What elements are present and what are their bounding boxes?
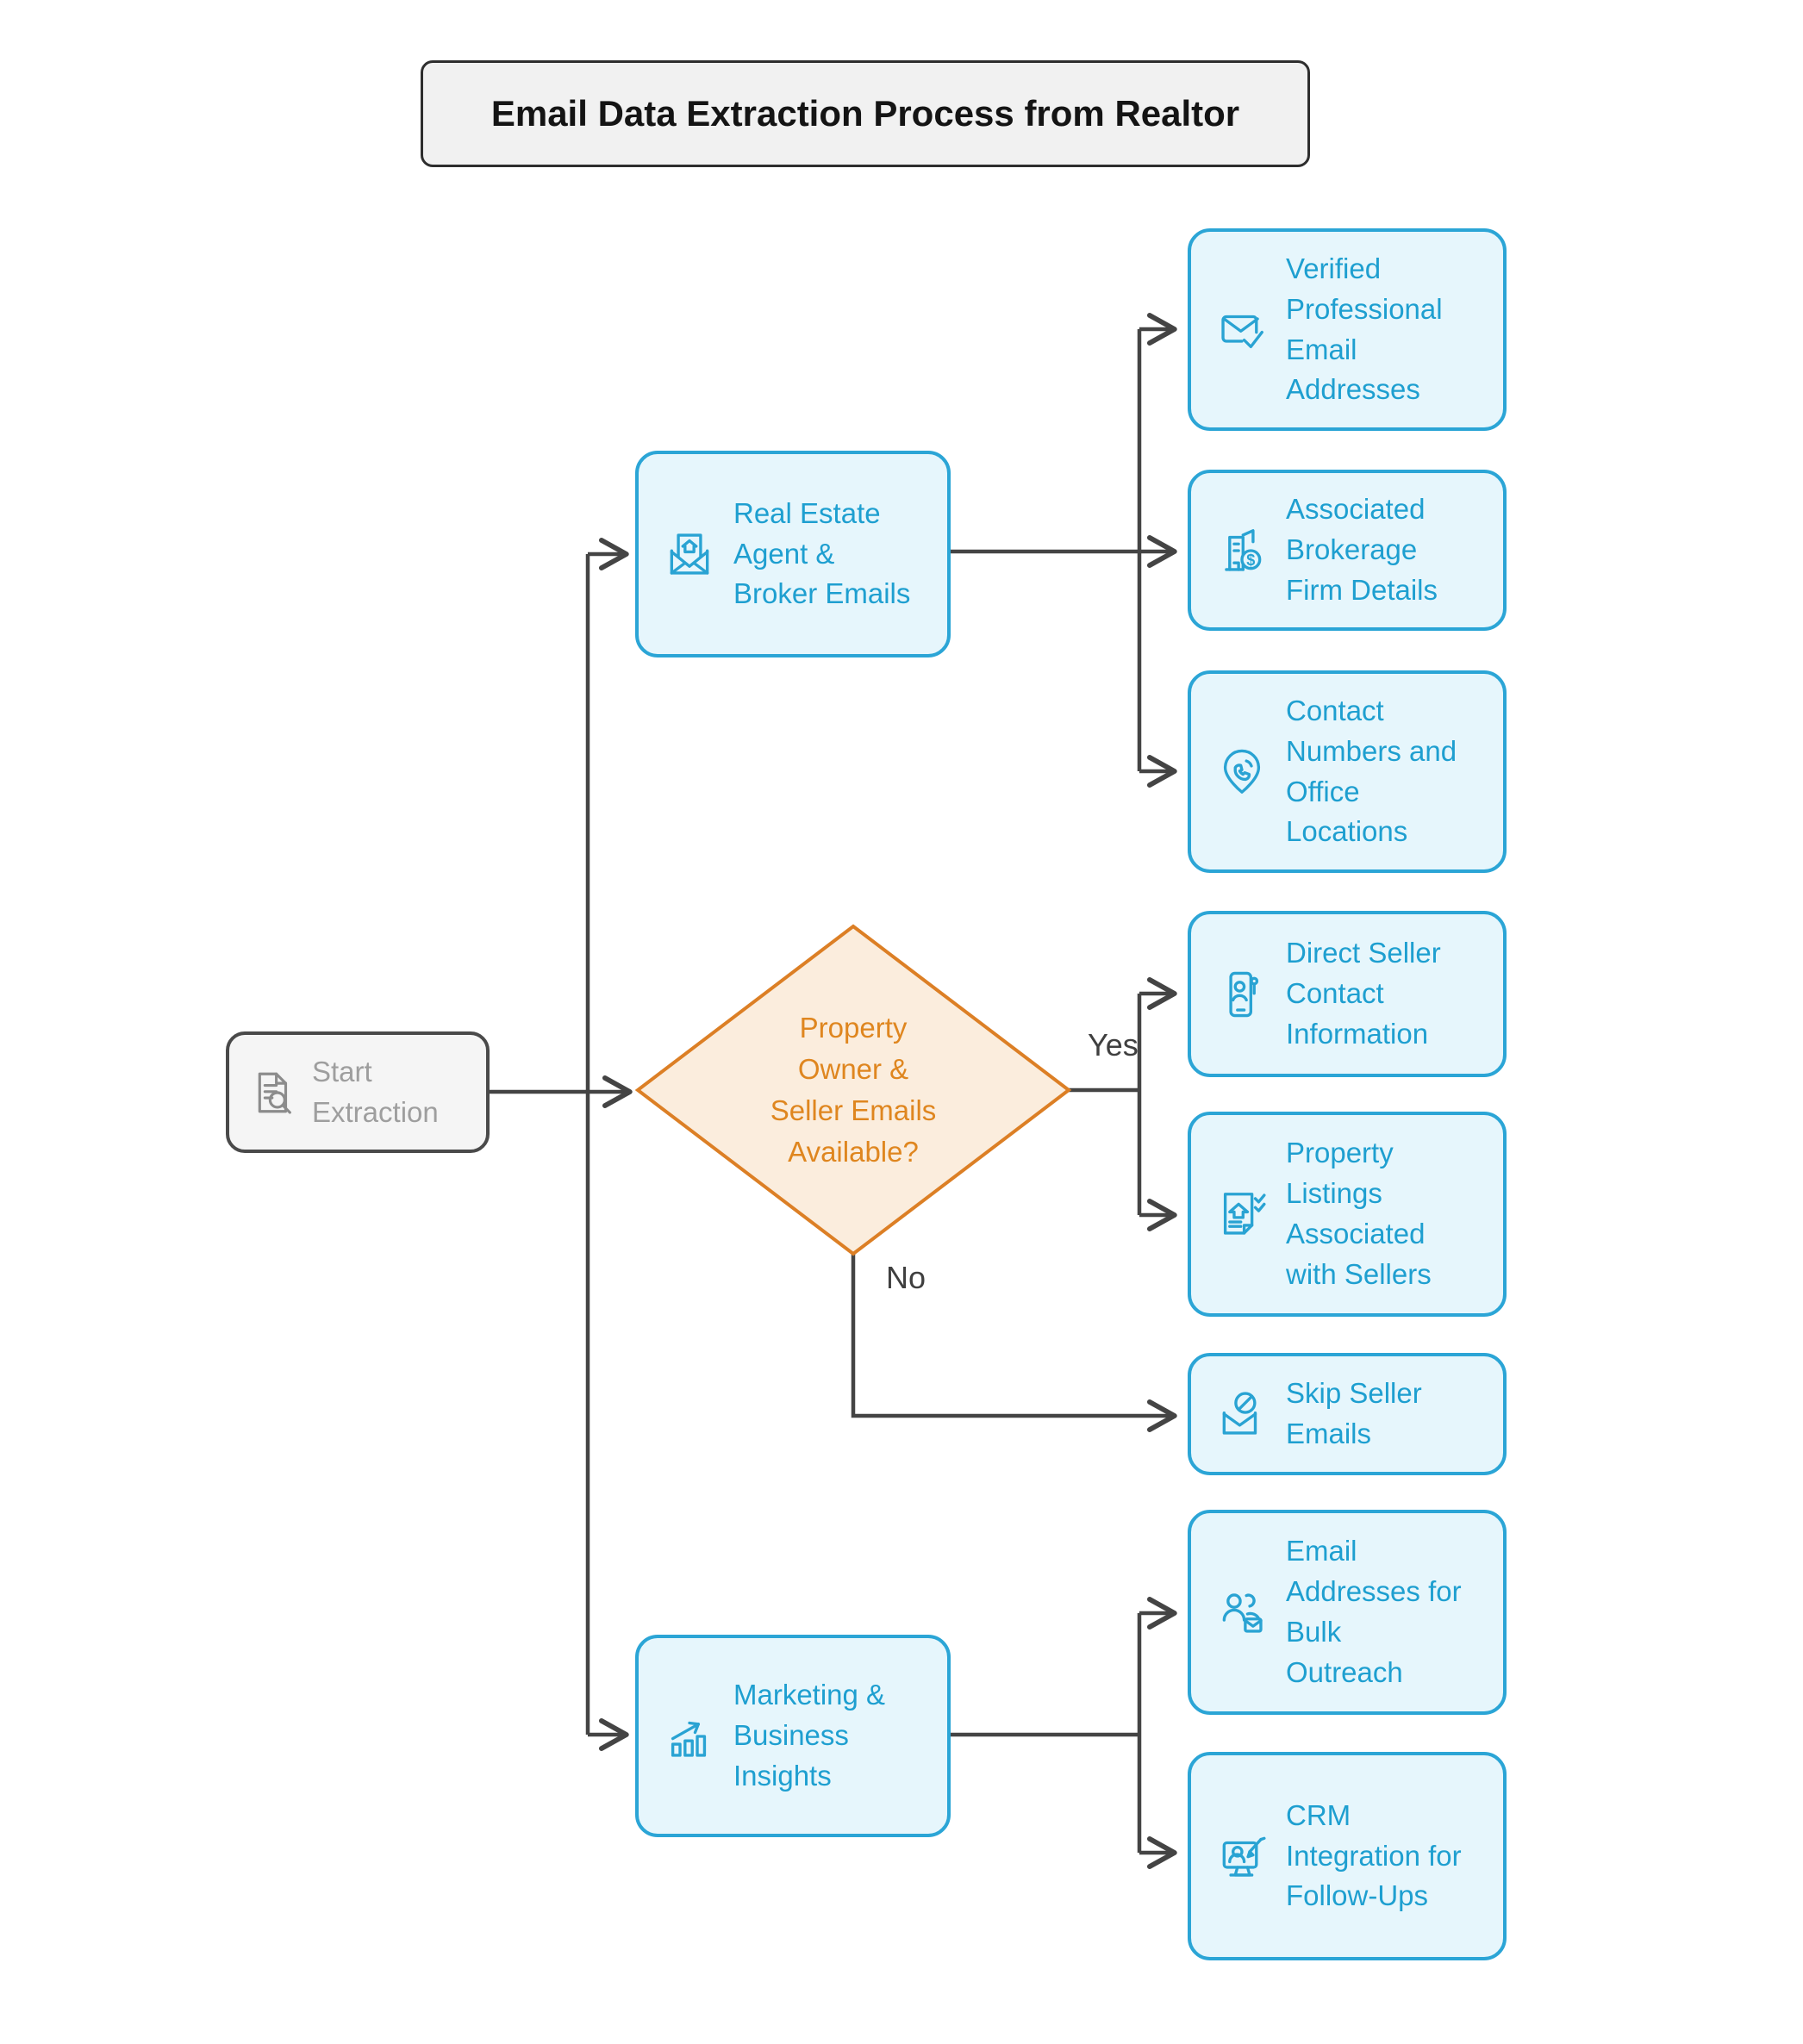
marketing-label: Marketing & Business Insights bbox=[733, 1679, 886, 1792]
brokerage-node: $ Associated Brokerage Firm Details bbox=[1188, 470, 1507, 631]
envelope-check-icon bbox=[1221, 315, 1263, 348]
brokerage-label: Associated Brokerage Firm Details bbox=[1286, 493, 1438, 606]
svg-text:$: $ bbox=[1246, 551, 1255, 568]
verified-emails-label: Verified Professional Email Addresses bbox=[1286, 252, 1443, 406]
envelope-blocked-icon bbox=[1222, 1392, 1257, 1435]
start-node: Start Extraction bbox=[226, 1031, 490, 1153]
phone-location-icon bbox=[1223, 749, 1261, 794]
phone-person-icon bbox=[1229, 971, 1259, 1017]
marketing-node: Marketing & Business Insights bbox=[635, 1635, 951, 1837]
seller-contact-node: Direct Seller Contact Information bbox=[1188, 911, 1507, 1077]
listings-label: Property Listings Associated with Seller… bbox=[1286, 1137, 1432, 1290]
diagram-title-text: Email Data Extraction Process from Realt… bbox=[490, 93, 1240, 134]
bulk-node: Email Addresses for Bulk Outreach bbox=[1188, 1510, 1507, 1715]
flow-arrows bbox=[490, 313, 1177, 1869]
bulk-label: Email Addresses for Bulk Outreach bbox=[1286, 1535, 1462, 1688]
yes-edge-label: Yes bbox=[1088, 1027, 1139, 1063]
growth-chart-icon bbox=[671, 1721, 707, 1757]
agent-emails-node: Real Estate Agent & Broker Emails bbox=[635, 451, 951, 657]
crm-label: CRM Integration for Follow-Ups bbox=[1286, 1798, 1462, 1912]
seller-contact-label: Direct Seller Contact Information bbox=[1286, 937, 1441, 1050]
start-node-label: Start Extraction bbox=[312, 1055, 439, 1128]
decision-diamond bbox=[634, 924, 1072, 1256]
agent-emails-label: Real Estate Agent & Broker Emails bbox=[733, 496, 911, 610]
envelope-house-icon bbox=[670, 533, 709, 575]
building-dollar-icon: $ bbox=[1225, 528, 1262, 571]
document-search-icon bbox=[258, 1072, 291, 1114]
decision-label: Property Owner & Seller Emails Available… bbox=[770, 1012, 937, 1168]
diagram-title: Email Data Extraction Process from Realt… bbox=[421, 60, 1310, 167]
skip-label: Skip Seller Emails bbox=[1286, 1377, 1422, 1449]
contact-node: Contact Numbers and Office Locations bbox=[1188, 670, 1507, 873]
crm-monitor-icon bbox=[1222, 1836, 1266, 1877]
listings-node: Property Listings Associated with Seller… bbox=[1188, 1112, 1507, 1317]
crm-node: CRM Integration for Follow-Ups bbox=[1188, 1752, 1507, 1960]
listing-checklist-icon bbox=[1223, 1193, 1266, 1235]
people-envelope-icon bbox=[1222, 1593, 1263, 1633]
skip-node: Skip Seller Emails bbox=[1188, 1353, 1507, 1475]
verified-emails-node: Verified Professional Email Addresses bbox=[1188, 228, 1507, 431]
contact-label: Contact Numbers and Office Locations bbox=[1286, 694, 1457, 848]
no-edge-label: No bbox=[886, 1260, 926, 1295]
